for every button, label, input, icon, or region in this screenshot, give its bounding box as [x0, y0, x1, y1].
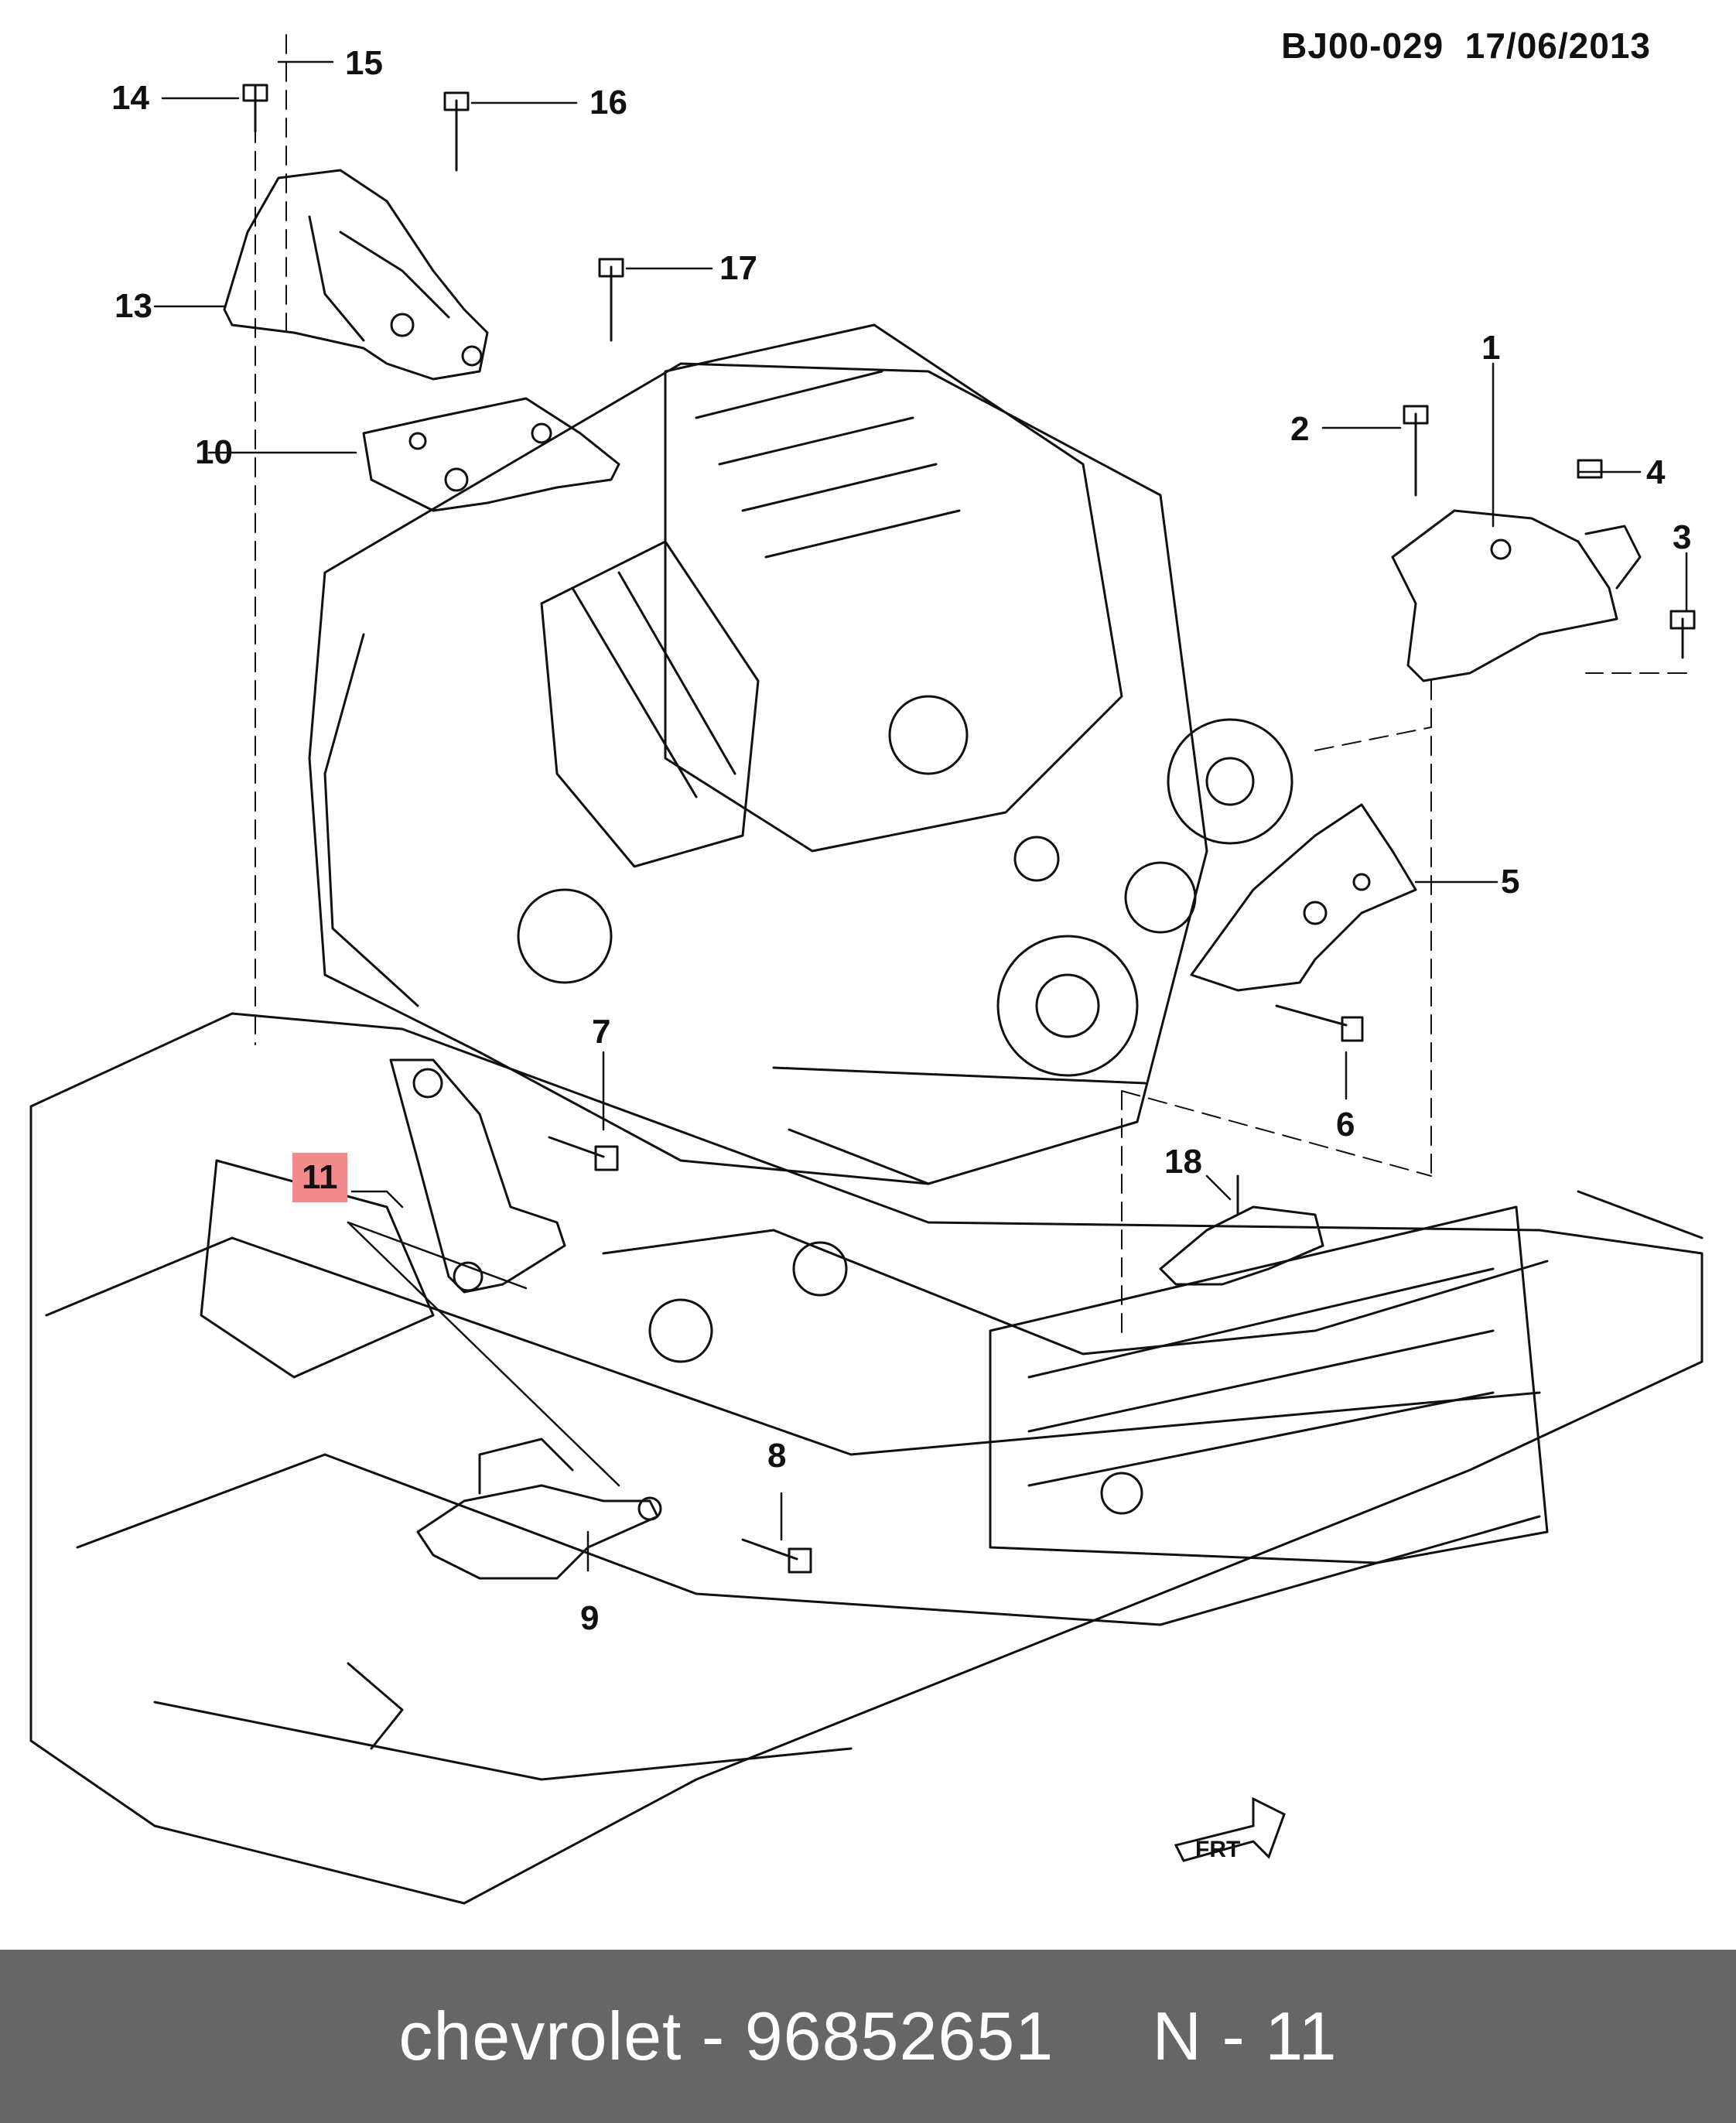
subframe-drawing [29, 1012, 1704, 1905]
mount-9-drawing [416, 1438, 662, 1580]
callout-7: 7 [592, 1013, 611, 1051]
diagram-code: BJ00-029 [1281, 26, 1444, 66]
bracket-10-drawing [362, 397, 620, 512]
callout-1: 1 [1481, 329, 1501, 367]
bracket-5-drawing [1190, 803, 1417, 992]
callout-16: 16 [589, 84, 627, 121]
callout-15: 15 [345, 44, 383, 82]
callout-5: 5 [1501, 863, 1520, 901]
footer-part-number: 96852651 [744, 1998, 1054, 2074]
parts-diagram: FRT BJ00-029 17/06/2013 1 2 3 4 5 6 7 8 … [29, 25, 1704, 1905]
callout-9: 9 [580, 1599, 600, 1637]
torque-arm-11-drawing [389, 1058, 566, 1294]
footer-separator: - [682, 1998, 745, 2074]
callout-8: 8 [767, 1437, 787, 1475]
callout-18: 18 [1164, 1143, 1202, 1181]
mount-18-drawing [1159, 1174, 1324, 1286]
callout-13: 13 [114, 287, 152, 325]
footer-position-label: N - 11 [1152, 1998, 1338, 2074]
footer-brand: chevrolet [398, 1998, 682, 2074]
diagram-date: 17/06/2013 [1464, 26, 1651, 66]
alignment-lines [255, 34, 1687, 1339]
callout-6: 6 [1336, 1106, 1355, 1144]
callout-11-highlighted: 11 [292, 1153, 347, 1202]
callout-2: 2 [1290, 410, 1310, 448]
footer-bar: chevrolet - 96852651 N - 11 [0, 1950, 1736, 2123]
front-direction-marker: FRT [1174, 1797, 1286, 1862]
diagram-reference: BJ00-029 17/06/2013 [1281, 25, 1651, 67]
mount-13-drawing [223, 169, 489, 381]
engine-drawing [308, 323, 1293, 1185]
callout-3: 3 [1673, 518, 1692, 556]
engine-mount-illustration: FRT [29, 34, 1704, 1905]
callout-10: 10 [195, 433, 233, 471]
leader-lines [153, 60, 1688, 1572]
mount-1-drawing [1391, 509, 1642, 682]
footer-caption: chevrolet - 96852651 N - 11 [398, 1997, 1337, 2076]
callout-14: 14 [111, 79, 149, 117]
callout-17: 17 [719, 249, 757, 287]
callout-4: 4 [1646, 453, 1666, 491]
bolt-drawings [242, 84, 1696, 1574]
front-marker-label: FRT [1195, 1837, 1240, 1862]
